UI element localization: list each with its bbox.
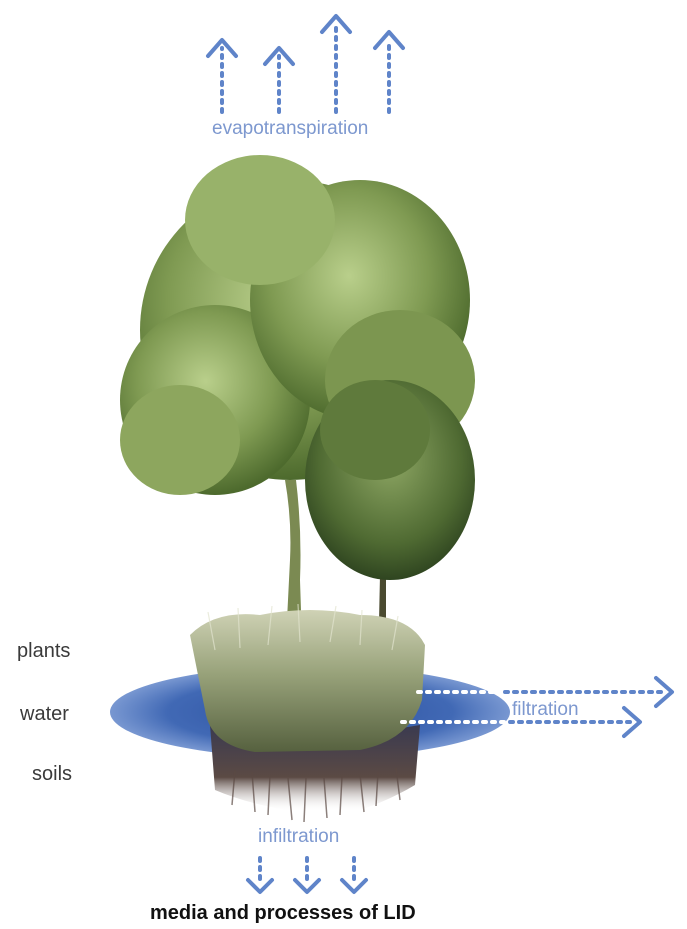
diagram-caption: media and processes of LID <box>150 902 416 925</box>
layer-label-plants: plants <box>17 640 70 663</box>
evapotranspiration-arrows <box>208 16 403 112</box>
infiltration-label: infiltration <box>258 826 339 848</box>
layer-label-water: water <box>20 703 69 726</box>
layer-label-soils: soils <box>32 763 72 786</box>
filtration-label: filtration <box>512 699 579 721</box>
evapotranspiration-label: evapotranspiration <box>212 118 368 140</box>
grass-clump <box>190 604 425 752</box>
infiltration-arrows <box>248 858 366 892</box>
